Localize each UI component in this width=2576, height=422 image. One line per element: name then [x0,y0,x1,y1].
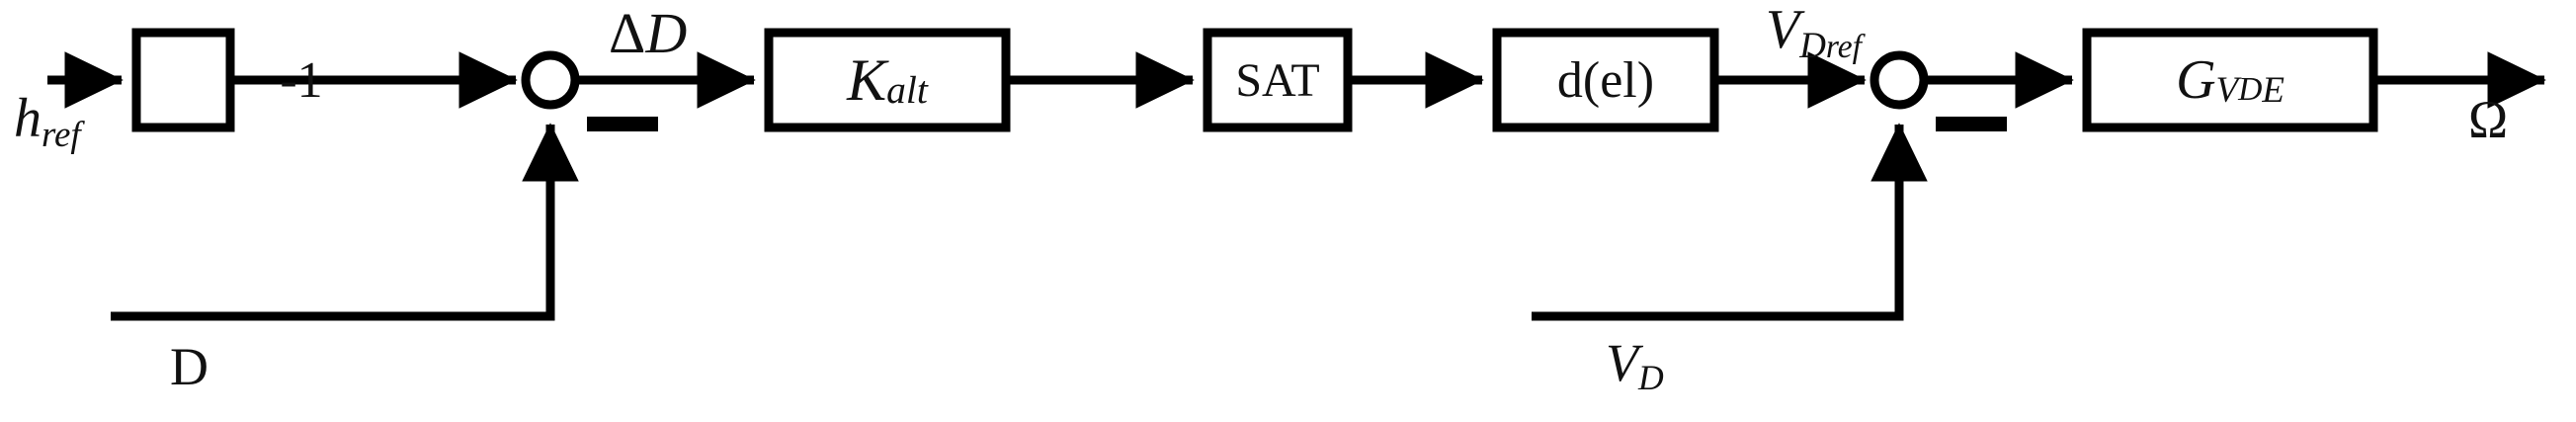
summing-junction-1[interactable] [521,50,580,110]
signal-label-feedback-d: D [170,337,208,396]
feedback-path-velocity [1532,123,1928,321]
block-del[interactable] [1492,28,1719,132]
block-gvde-subscript-e: E [2262,69,2285,111]
signal-label-vd-ref: VDref [1766,0,1862,63]
block-kalt-subscript: alt [886,68,928,113]
block-del-label: d(el) [1556,51,1655,109]
signal-vdref-subscript-d: D [1799,24,1826,65]
signal-label-feedback-vd: VD [1606,333,1664,395]
signal-delta-d-var: D [645,1,688,65]
block-sat-label: SAT [1235,53,1320,107]
signal-vdref-base: V [1766,0,1800,60]
signal-vdref-subsubscript-ref: ref [1825,29,1862,66]
signal-vd-base: V [1606,333,1638,392]
block-gain-minus-one[interactable] [131,28,235,132]
block-kalt[interactable] [764,28,1011,132]
block-sat[interactable] [1203,28,1353,132]
block-gvde[interactable] [2082,28,2378,132]
signal-href-base: h [14,88,42,149]
signal-label-delta-d: ΔD [609,5,687,62]
signal-label-h-ref: href [14,88,81,152]
block-gvde-subscript-v: V [2215,69,2239,111]
signal-delta-symbol: Δ [609,1,646,65]
signal-href-subscript: ref [42,113,81,154]
block-gvde-base: G [2176,49,2216,111]
minus-sign-sum1 [587,117,658,131]
summing-junction-2[interactable] [1870,50,1929,110]
signal-vd-subscript: D [1638,358,1664,398]
minus-sign-sum2 [1936,117,2007,131]
signal-label-omega: Ω [2468,90,2509,149]
block-gain-label: -1 [280,51,323,109]
block-gvde-subsubscript-d: D [2238,71,2263,109]
block-kalt-base: K [847,46,887,113]
feedback-path-altitude [111,123,579,321]
